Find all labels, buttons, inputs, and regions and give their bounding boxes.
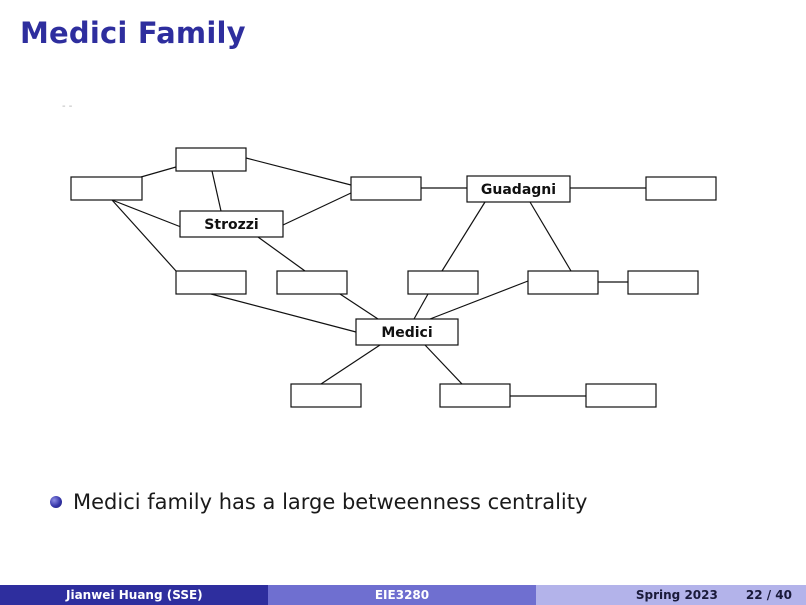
node-label: Medici — [381, 325, 432, 341]
node-box — [466, 175, 571, 203]
node-label: Strozzi — [204, 217, 258, 233]
edge-strozzi-n8 — [257, 236, 306, 272]
node-box — [627, 270, 699, 295]
node-n15 — [585, 383, 657, 408]
node-box — [70, 176, 143, 201]
node-strozzi: Strozzi — [179, 210, 284, 238]
footer-page-number: 22 / 40 — [745, 588, 792, 602]
footer-bar: Jianwei Huang (SSE) EIE3280 Spring 2023 … — [0, 585, 806, 605]
node-box — [175, 147, 247, 172]
slide-title: Medici Family — [20, 16, 246, 50]
footer-course: EIE3280 — [268, 585, 536, 605]
node-box — [350, 176, 422, 201]
node-n14 — [439, 383, 511, 408]
edge-n1-strozzi — [111, 199, 182, 228]
node-box — [585, 383, 657, 408]
edge-n7-medici — [210, 293, 357, 333]
node-box — [276, 270, 348, 295]
edge-n1-n7 — [111, 199, 177, 272]
node-box — [355, 318, 459, 346]
node-n9 — [407, 270, 479, 295]
node-box — [179, 210, 284, 238]
node-medici: Medici — [355, 318, 459, 346]
edge-guadagni-n10 — [529, 201, 572, 272]
node-n6 — [645, 176, 717, 201]
edge-n10-medici — [429, 280, 529, 320]
node-guadagni: Guadagni — [466, 175, 571, 203]
node-box — [527, 270, 599, 295]
footer-term: Spring 2023 — [635, 588, 718, 602]
node-n1 — [70, 176, 143, 201]
edge-n1-n2 — [140, 166, 177, 178]
edge-n8-medici — [339, 293, 379, 320]
bullet-text: Medici family has a large betweenness ce… — [73, 490, 588, 514]
footer-author: Jianwei Huang (SSE) — [0, 585, 268, 605]
faint-mark: - - — [62, 101, 73, 112]
edge-strozzi-n4 — [282, 192, 352, 226]
edge-n9-medici — [413, 293, 429, 320]
edge-layer — [111, 157, 646, 397]
node-box — [407, 270, 479, 295]
bullet-dot-icon — [50, 496, 62, 508]
node-box — [645, 176, 717, 201]
node-n4 — [350, 176, 422, 201]
footer-right: Spring 2023 22 / 40 — [536, 585, 806, 605]
edge-n2-strozzi — [211, 170, 222, 212]
edge-medici-n14 — [424, 344, 463, 385]
node-box — [175, 270, 247, 295]
edge-medici-n13 — [320, 344, 381, 385]
node-n11 — [627, 270, 699, 295]
node-n8 — [276, 270, 348, 295]
node-n2 — [175, 147, 247, 172]
edge-n2-n4 — [245, 157, 352, 186]
node-n10 — [527, 270, 599, 295]
node-box — [439, 383, 511, 408]
node-label: Guadagni — [481, 182, 556, 198]
bullet-item: Medici family has a large betweenness ce… — [50, 490, 587, 514]
node-box — [290, 383, 362, 408]
edge-guadagni-n9 — [441, 201, 486, 272]
node-n7 — [175, 270, 247, 295]
node-n13 — [290, 383, 362, 408]
